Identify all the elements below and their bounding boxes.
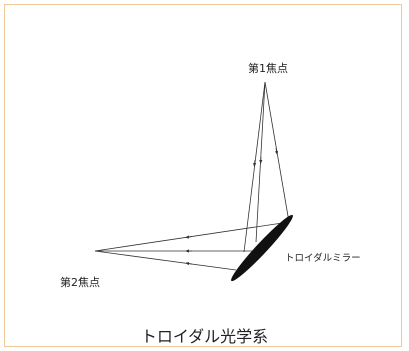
ray-focus1-to-mirror-mid — [255, 81, 266, 243]
diagram-caption: トロイダル光学系 — [140, 327, 269, 346]
ray-arrow-1 — [253, 159, 257, 167]
second-focus-label: 第2焦点 — [60, 276, 100, 289]
ray-focus1-to-mirror-left — [243, 81, 266, 253]
toroidal-mirror — [231, 214, 293, 282]
reflected-arrow-3 — [185, 261, 193, 266]
first-focus-label: 第1焦点 — [248, 62, 288, 75]
ray-arrow-3 — [274, 147, 279, 155]
mirror-label: トロイダルミラー — [285, 253, 361, 264]
reflected-arrow-1 — [185, 235, 193, 239]
diagram-frame — [4, 4, 402, 347]
ray-mirror-to-focus2-bottom — [94, 250, 237, 271]
